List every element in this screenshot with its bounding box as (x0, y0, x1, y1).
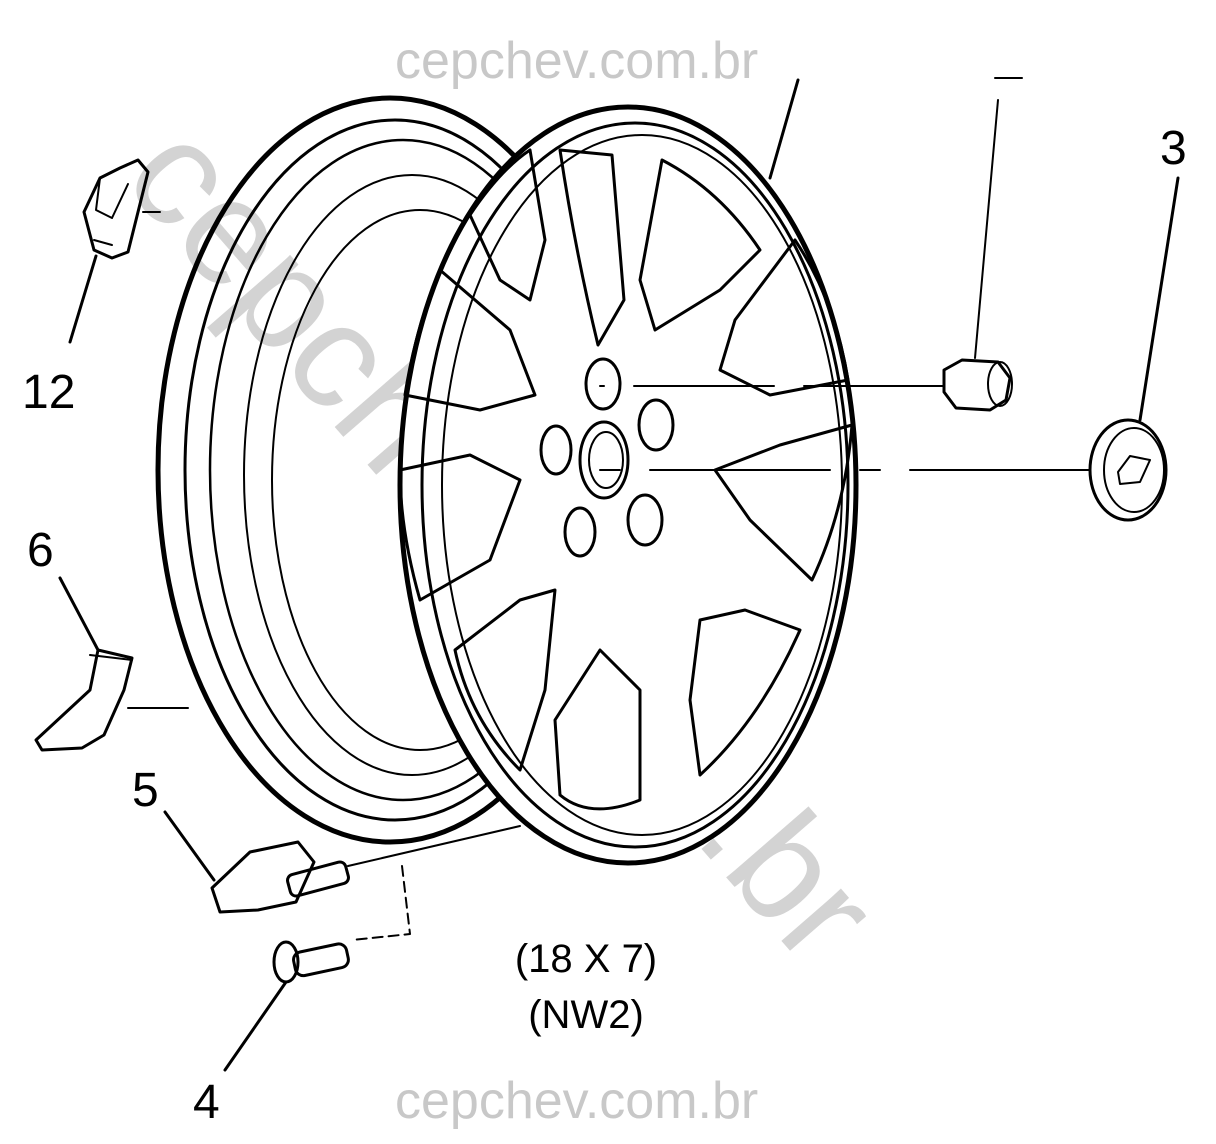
leader-wheel (768, 78, 800, 180)
callout-4: 4 (193, 1076, 220, 1129)
alternate-bracket (351, 865, 411, 941)
wheel-code-label: (NW2) (528, 993, 644, 1037)
leader-3 (1138, 176, 1180, 422)
wheel-weight-clip (82, 158, 161, 260)
watermark-bottom: cepchev.com.br (395, 1072, 758, 1130)
center-cap (599, 418, 1168, 522)
wheel-size-label: (18 X 7) (515, 937, 657, 981)
tpms-sensor (210, 825, 521, 914)
leader-6 (58, 576, 100, 652)
valve-stem (272, 940, 350, 984)
leader-5 (163, 810, 216, 882)
callout-12: 12 (22, 366, 75, 419)
spoke-windows (398, 148, 854, 811)
wheel-face (397, 104, 859, 866)
callout-6: 6 (27, 524, 54, 577)
callout-3: 3 (1160, 122, 1187, 175)
callout-5: 5 (132, 764, 159, 817)
lug-nut (599, 77, 1023, 412)
leader-12 (68, 254, 98, 344)
watermark-top: cepchev.com.br (395, 32, 758, 90)
wheel-hub (539, 357, 675, 558)
adhesive-wheel-weight (34, 648, 189, 752)
leader-4 (223, 980, 288, 1072)
